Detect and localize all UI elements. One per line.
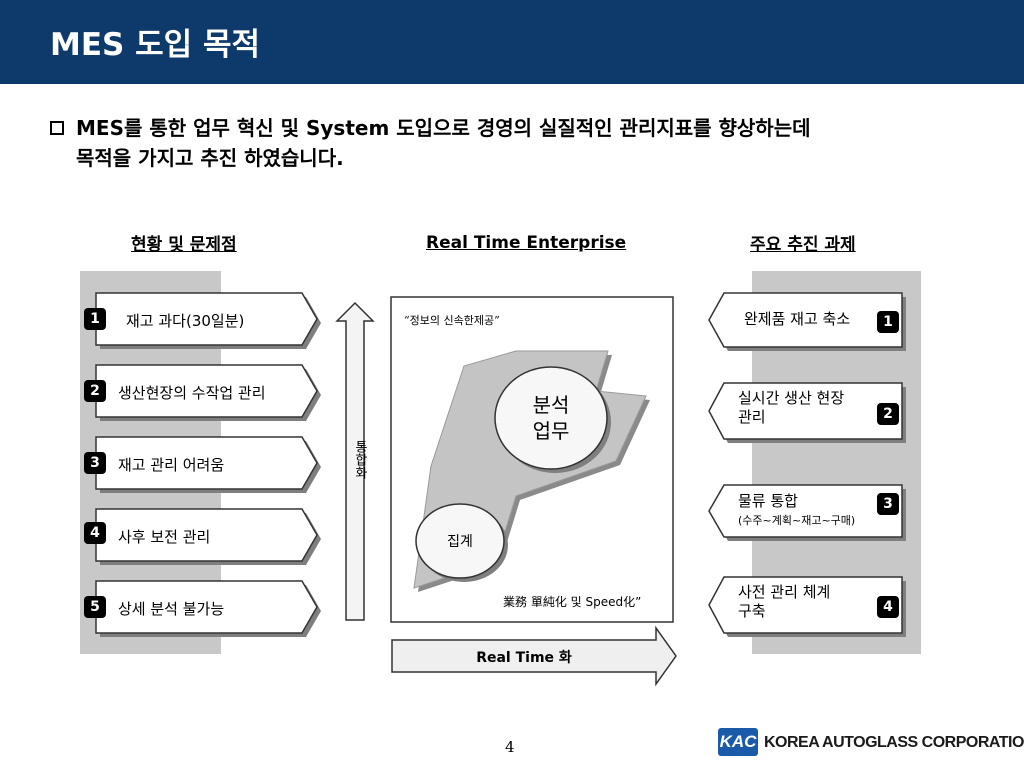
quote-bottom: 業務 單純化 및 Speed化” [503,595,642,609]
left-column-title: 현황 및 문제점 [131,235,237,255]
left-badge-4: 4 [84,522,106,544]
intro-line-2: 목적을 가지고 추진 하였습니다. [76,146,344,170]
kac-logo-icon: KAC [718,728,758,756]
left-badge-2: 2 [84,380,106,402]
right-box-2 [708,382,903,440]
right-item-1-text: 완제품 재고 축소 [744,310,850,329]
right-item-3-text: 물류 통합 (수주~계획~재고~구매) [738,492,855,530]
right-item-3-line-1: 물류 통합 [738,492,798,510]
right-item-4-line-2: 구축 [738,602,766,620]
left-item-5-label: 상세 분석 불가능 [118,600,225,618]
right-item-2-text: 실시간 생산 현장 관리 [738,389,844,427]
large-circle [494,366,608,470]
left-badge-1: 1 [84,308,106,330]
right-item-2-line-1: 실시간 생산 현장 [738,389,845,407]
left-item-2-label: 생산현장의 수작업 관리 [118,384,266,402]
right-badge-2: 2 [877,403,899,425]
company-name: KOREA AUTOGLASS CORPORATION [764,734,1024,751]
integration-label: 통합화 [352,440,367,479]
right-item-3-line-2: (수주~계획~재고~구매) [738,514,856,527]
left-box-2 [95,364,318,418]
left-box-3 [95,436,318,490]
left-badge-5: 5 [84,596,106,618]
left-item-3-label: 재고 관리 어려움 [118,456,225,474]
analysis-circle-label: 분석 업무 [495,392,607,444]
page-number: 4 [505,738,515,756]
intro-line-1: MES를 통한 업무 혁신 및 System 도입으로 경영의 실질적인 관리지… [76,116,811,140]
page-title: MES 도입 목적 [50,27,261,63]
left-box-4 [95,508,318,562]
right-arrow [391,625,677,687]
left-badge-3: 3 [84,452,106,474]
right-item-shapes [708,292,906,637]
center-column-title: Real Time Enterprise [426,233,627,253]
right-item-1-line-1: 완제품 재고 축소 [744,310,851,328]
quote-top: “정보의 신속한제공” [404,314,500,327]
up-arrow [335,301,375,621]
right-box-1 [708,292,903,348]
right-badge-1: 1 [877,311,899,333]
left-item-shapes [95,292,321,637]
right-item-2-line-2: 관리 [738,408,766,426]
right-item-4-text: 사전 관리 체계 구축 [738,583,830,621]
left-box-1 [95,292,318,346]
left-item-1-label: 재고 과다(30일분) [126,312,245,330]
title-bar: MES 도입 목적 [0,0,1024,84]
left-box-5 [95,580,318,634]
left-item-4-label: 사후 보전 관리 [118,528,211,546]
right-badge-3: 3 [877,493,899,515]
realtime-arrow-label: Real Time 화 [476,650,572,666]
right-box-4 [708,576,903,634]
checkbox-bullet-icon [50,121,64,135]
small-circle [415,503,505,579]
right-box-3 [708,484,903,538]
right-column-title: 주요 추진 과제 [750,235,856,255]
intro-text: MES를 통한 업무 혁신 및 System 도입으로 경영의 실질적인 관리지… [76,113,976,173]
right-item-4-line-1: 사전 관리 체계 [738,583,831,601]
analysis-line-2: 업무 [532,419,570,443]
analysis-line-1: 분석 [532,393,570,417]
right-badge-4: 4 [877,596,899,618]
aggregate-circle-label: 집계 [447,534,473,550]
